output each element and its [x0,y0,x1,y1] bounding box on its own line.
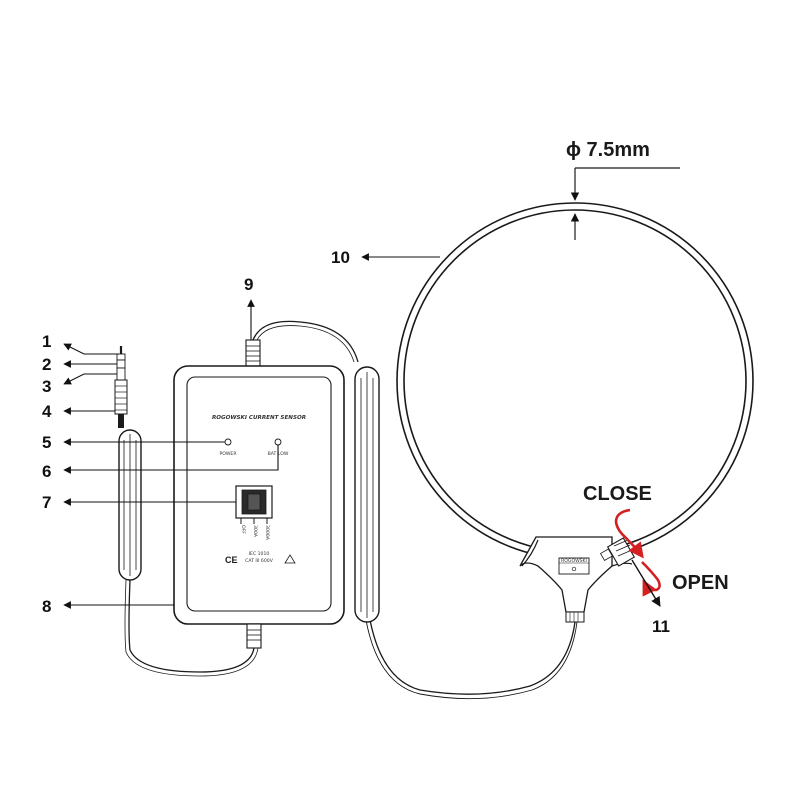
control-box: ROGOWSKI CURRENT SENSOR POWER BAT LOW OF… [173,365,345,625]
junction-cable-boot [565,611,585,623]
rogowski-coil [396,202,754,560]
switch-off-label: OFF [240,525,246,534]
callout-1: 1 [42,332,51,351]
power-label: POWER [219,451,237,457]
close-label: CLOSE [583,483,652,505]
switch-range1-label: 300A [252,525,258,538]
callout-8: 8 [42,597,51,616]
callout-2: 2 [42,355,51,374]
diameter-label: ϕ 7.5mm [566,139,650,161]
cable-bundle-right [354,366,380,623]
callout-3: 3 [42,377,51,396]
callout-1-leader [63,343,119,355]
callout-5: 5 [42,433,51,452]
callout-7: 7 [42,493,51,512]
bat-low-led [274,438,282,446]
range-switch[interactable] [235,485,273,524]
bottom-cable [128,579,255,673]
callout-9: 9 [244,275,253,294]
rating-label: CAT III 600V [245,558,274,564]
open-label: OPEN [672,572,729,594]
close-direction-arrow [614,508,644,559]
input-connector [245,339,261,367]
warning-icon [284,554,296,564]
ce-mark: CE [225,555,238,565]
cable-bundle-left [118,429,142,581]
switch-range2-label: 3000A [264,525,270,541]
callout-11: 11 [652,617,670,636]
callout-3-leader [63,373,117,385]
diameter-dimension: ϕ 7.5mm [566,139,680,240]
callout-10: 10 [331,248,350,267]
standard-label: IEC 1010 [249,551,270,557]
callout-6: 6 [42,462,51,481]
callout-4: 4 [42,402,52,421]
top-cable [252,320,359,363]
junction-label-plate [558,557,590,575]
callouts: 1 2 3 4 5 6 7 8 9 10 11 [42,248,670,636]
callout-6-leader [63,445,279,474]
coil-output-cable [369,619,576,695]
clamp-brand-label: ROGOWSKI [561,558,587,564]
open-direction-arrow [641,561,661,597]
output-connector [246,623,262,649]
callout-11-leader [631,559,661,607]
locking-collar[interactable] [599,537,636,567]
power-led [224,438,232,446]
output-plug [114,346,128,428]
device-title: ROGOWSKI CURRENT SENSOR [212,415,306,421]
